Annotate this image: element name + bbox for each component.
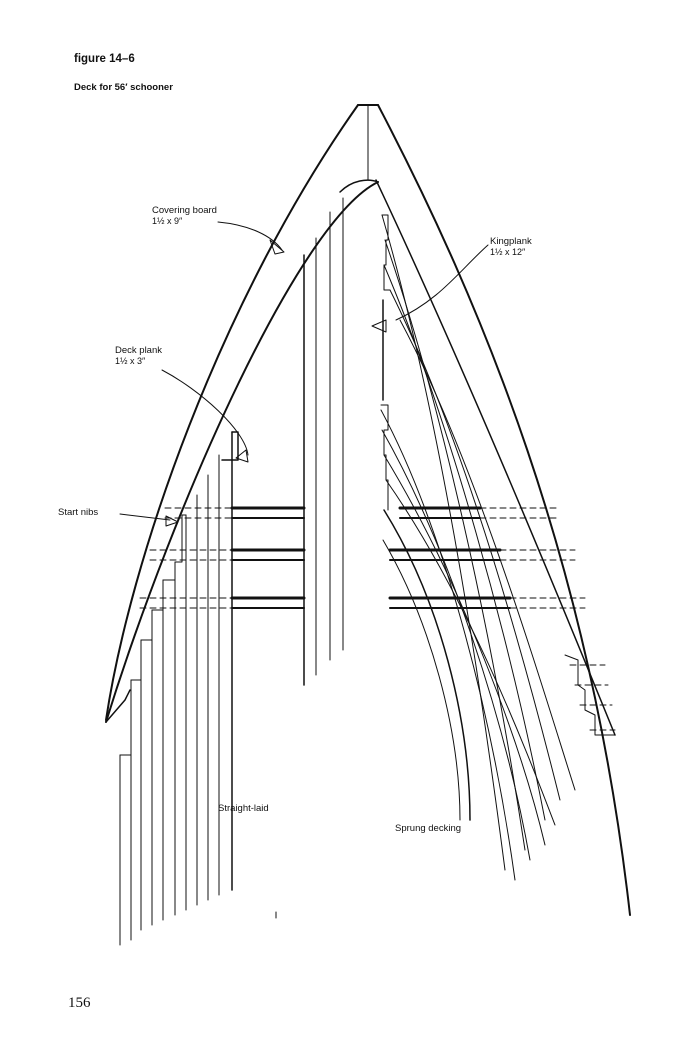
sprung-plank (381, 214, 506, 871)
start-nib-steps-right (381, 214, 391, 291)
hull-end-left (105, 689, 131, 723)
sprung-plank-lower (383, 509, 471, 821)
sprung-decking-label: Sprung decking (395, 823, 462, 834)
start-nib-steps-left (221, 431, 239, 461)
kingplank-leader (395, 244, 489, 321)
start-nibs-label: Start nibs (58, 507, 99, 518)
deck-plank-leader (161, 369, 249, 456)
covering-board-inner-edge (105, 181, 379, 723)
kingplank-label: Kingplank 1½ x 12″ (490, 236, 532, 258)
covering-board-inner-edge-right (375, 179, 616, 736)
page-number: 156 (68, 995, 91, 1011)
start-nibs-leader (119, 513, 171, 521)
sprung-plank (383, 264, 546, 821)
covering-board-label: Covering board 1½ x 9″ (152, 205, 217, 227)
sprung-plank (399, 319, 576, 791)
kingplank-leader-arrow (371, 319, 387, 333)
covering-board-leader-arrow (269, 239, 285, 255)
sprung-plank-lower (385, 479, 556, 826)
hull-outer-edge-right (377, 104, 631, 916)
straight-laid-label: Straight-laid (218, 803, 269, 814)
start-nibs-leader-arrow (165, 515, 179, 527)
start-nib-steps-left-lower (119, 514, 187, 756)
beam-dashed-extensions (139, 507, 616, 731)
hull-outer-edge (105, 104, 359, 721)
sprung-plank-lower (381, 429, 531, 861)
bow-curve (339, 179, 379, 193)
start-nib-steps-right-edge (564, 654, 616, 736)
figure-caption: Deck for 56′ schooner (74, 82, 173, 93)
covering-board-leader (217, 221, 283, 251)
sprung-plank-lower (380, 409, 516, 881)
deck-plank-leader-arrow (235, 449, 249, 463)
sprung-plank (389, 289, 561, 801)
sprung-plank-lower (382, 539, 461, 821)
deck-plank-label: Deck plank 1½ x 3″ (115, 345, 162, 367)
figure-number: figure 14–6 (74, 53, 135, 65)
start-nib-steps-right-lower (380, 404, 389, 511)
